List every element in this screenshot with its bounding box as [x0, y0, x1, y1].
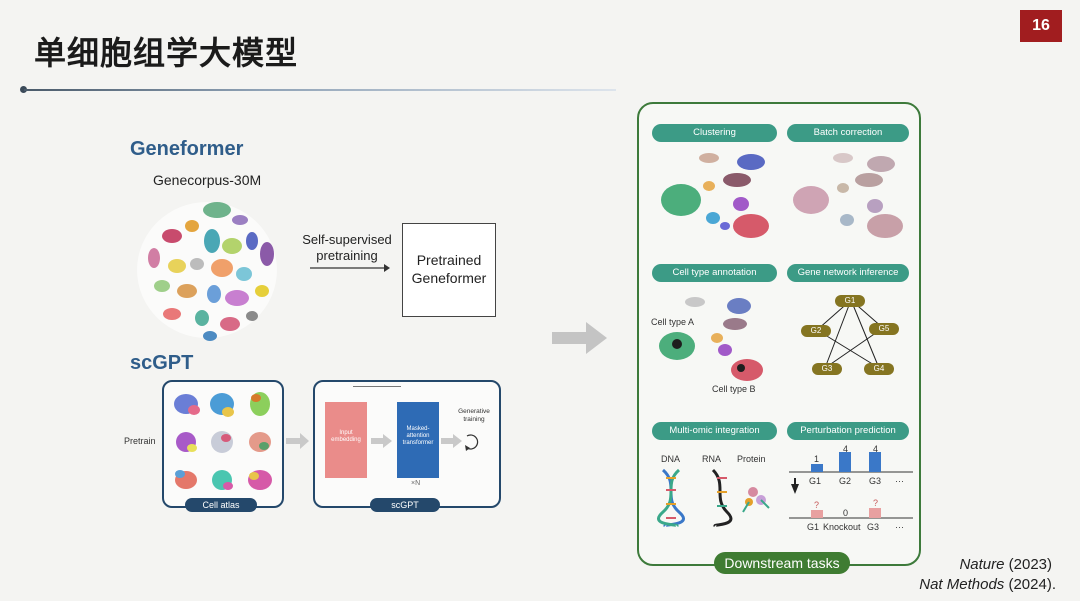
input-embedding-line2: embedding — [331, 437, 361, 443]
perturb-label-g3: G3 — [869, 476, 882, 486]
masked-line3: transformer — [402, 440, 434, 446]
perturb-bottom-value-g3: ? — [873, 498, 879, 508]
masked-line1: Masked- — [406, 426, 430, 432]
cell-atlas-grid — [174, 392, 272, 490]
geneformer-heading: Geneformer — [130, 138, 244, 160]
perturb-bottom-label-knockout: Knockout — [823, 522, 861, 532]
task-gene-network-inference: Gene network inference — [787, 264, 909, 282]
perturb-value-g1: 1 — [814, 454, 820, 464]
omic-dna-label: DNA — [661, 454, 681, 464]
scgpt-model-panel: Input embedding Masked- attention transf… — [313, 380, 501, 508]
omic-rna-label: RNA — [702, 454, 722, 464]
title-rule-dot — [20, 86, 27, 93]
input-embedding-block: Input embedding — [325, 402, 367, 478]
input-embedding-line1: Input — [339, 430, 353, 436]
cell-atlas-tag: Cell atlas — [185, 498, 257, 512]
reference-nat-methods: Nat Methods (2024). — [860, 576, 1056, 593]
pretrained-label: Pretrained — [416, 252, 482, 268]
gene-node-g3: G3 — [812, 363, 842, 375]
downstream-tasks-label: Downstream tasks — [714, 552, 850, 574]
scgpt-heading: scGPT — [130, 352, 194, 374]
cell-atlas-panel — [162, 380, 284, 508]
perturb-label-g1: G1 — [809, 476, 822, 486]
downstream-tasks-panel: Clustering Batch correction Cell type an… — [637, 102, 921, 566]
embedding-to-transformer-arrow — [371, 434, 392, 448]
generative-line2: training — [463, 416, 485, 423]
task-batch-correction: Batch correction — [787, 124, 909, 142]
perturb-bottom-value-ko: 0 — [843, 508, 849, 518]
perturbation-bar-chart — [789, 452, 913, 519]
perturb-value-g2: 4 — [843, 444, 849, 454]
genecorpus-umap-image — [137, 202, 277, 341]
scgpt-tag: scGPT — [370, 498, 440, 512]
perturb-bottom-label-g1: G1 — [807, 522, 820, 532]
perturb-bottom-value-g1: ? — [814, 500, 820, 510]
gene-node-g2: G2 — [801, 325, 831, 337]
cell-atlas-to-scgpt-arrow — [286, 433, 309, 449]
masked-line2: attention — [406, 433, 430, 439]
task-perturbation-prediction: Perturbation prediction — [787, 422, 909, 440]
page-number-badge: 16 — [1020, 10, 1062, 42]
transformer-to-generative-arrow — [441, 434, 462, 448]
perturb-label-more: ··· — [895, 476, 904, 486]
pretraining-arrow — [310, 264, 390, 272]
task-clustering: Clustering — [652, 124, 777, 142]
gene-node-g4: G4 — [864, 363, 894, 375]
pretrain-label: Pretrain — [124, 436, 156, 446]
cell-type-annotation-image — [659, 297, 763, 381]
generative-line1: Generative — [458, 408, 490, 415]
scgpt-panel-top-tick — [353, 386, 401, 387]
gene-node-g5: G5 — [869, 323, 899, 335]
generative-loop-icon — [465, 434, 479, 451]
geneformer-box-label: Geneformer — [411, 270, 487, 286]
pretraining-label: pretraining — [316, 248, 378, 263]
reference-natmethods-year: (2024). — [1004, 576, 1056, 593]
cell-type-b-label: Cell type B — [712, 384, 756, 394]
repeat-n-label: ×N — [411, 480, 421, 487]
perturb-bottom-label-more: ··· — [895, 522, 904, 532]
slide-title: 单细胞组学大模型 — [34, 34, 299, 72]
clustering-umap-image — [661, 153, 769, 238]
reference-nature: Nature (2023) — [880, 556, 1052, 573]
perturb-label-g2: G2 — [839, 476, 852, 486]
batch-correction-umap-image — [793, 153, 903, 238]
pretrained-geneformer-box: Pretrained Geneformer — [402, 223, 496, 317]
reference-natmethods-journal: Nat Methods — [919, 576, 1005, 593]
cell-type-a-label: Cell type A — [651, 317, 695, 327]
masked-attention-transformer-block: Masked- attention transformer — [397, 402, 439, 478]
omic-protein-label: Protein — [737, 454, 766, 464]
gene-node-g1: G1 — [835, 295, 865, 307]
to-downstream-arrow — [552, 322, 607, 354]
perturb-bottom-label-g3: G3 — [867, 522, 880, 532]
genecorpus-label: Genecorpus-30M — [153, 172, 262, 188]
reference-nature-year: (2023) — [1004, 556, 1052, 573]
task-multi-omic-integration: Multi-omic integration — [652, 422, 777, 440]
self-supervised-label: Self-supervised — [302, 232, 392, 247]
task-cell-type-annotation: Cell type annotation — [652, 264, 777, 282]
perturb-value-g3: 4 — [873, 444, 879, 454]
title-rule — [24, 89, 616, 91]
multi-omic-icons — [657, 468, 770, 528]
reference-nature-journal: Nature — [959, 556, 1005, 573]
